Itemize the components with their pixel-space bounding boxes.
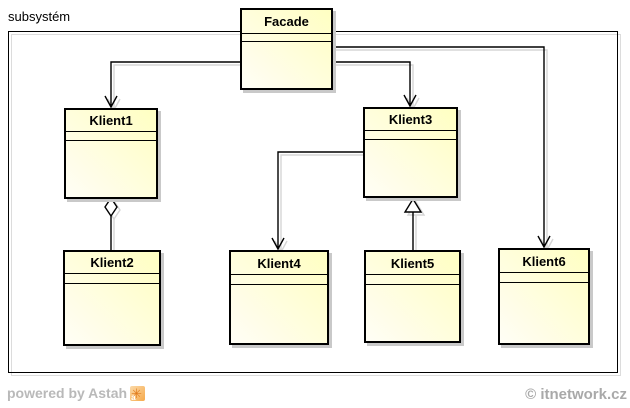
attributes-compartment	[231, 275, 327, 285]
generalization-triangle-icon	[403, 197, 423, 213]
class-name: Facade	[242, 10, 331, 34]
astah-letter-glyph: a	[131, 392, 136, 401]
class-name: Klient6	[500, 250, 588, 273]
frame-label: subsystém	[8, 9, 71, 24]
attributes-compartment	[366, 275, 459, 285]
operations-compartment	[231, 285, 327, 343]
class-name: Klient5	[366, 252, 459, 275]
class-name: Klient3	[365, 109, 456, 131]
association-facade-klient1	[104, 61, 240, 109]
aggregation-diamond-icon	[104, 196, 118, 218]
operations-compartment	[242, 42, 331, 88]
operations-compartment	[366, 285, 459, 341]
attributes-compartment	[65, 274, 159, 284]
class-facade: Facade	[240, 8, 333, 90]
association-facade-klient3	[332, 61, 417, 108]
attributes-compartment	[242, 34, 331, 42]
operations-compartment	[65, 284, 159, 344]
powered-by-credit: powered by Astah ✳ a	[7, 385, 146, 401]
copyright-text: © itnetwork.cz	[525, 386, 627, 403]
astah-star-glyph: ✳	[131, 385, 142, 401]
class-klient1: Klient1	[64, 108, 158, 199]
class-klient6: Klient6	[498, 248, 590, 345]
association-facade-klient6	[332, 46, 551, 249]
attributes-compartment	[66, 132, 156, 141]
attributes-compartment	[500, 273, 588, 283]
operations-compartment	[365, 140, 456, 196]
class-name: Klient1	[66, 110, 156, 132]
astah-logo-icon: ✳ a	[130, 385, 146, 401]
attributes-compartment	[365, 131, 456, 140]
class-klient5: Klient5	[364, 250, 461, 343]
class-klient2: Klient2	[63, 250, 161, 346]
class-name: Klient4	[231, 252, 327, 275]
powered-by-text: powered by Astah	[7, 385, 128, 401]
class-name: Klient2	[65, 252, 159, 274]
operations-compartment	[66, 141, 156, 197]
class-klient4: Klient4	[229, 250, 329, 345]
class-klient3: Klient3	[363, 107, 458, 198]
association-klient3-klient4	[271, 151, 363, 251]
operations-compartment	[500, 283, 588, 343]
